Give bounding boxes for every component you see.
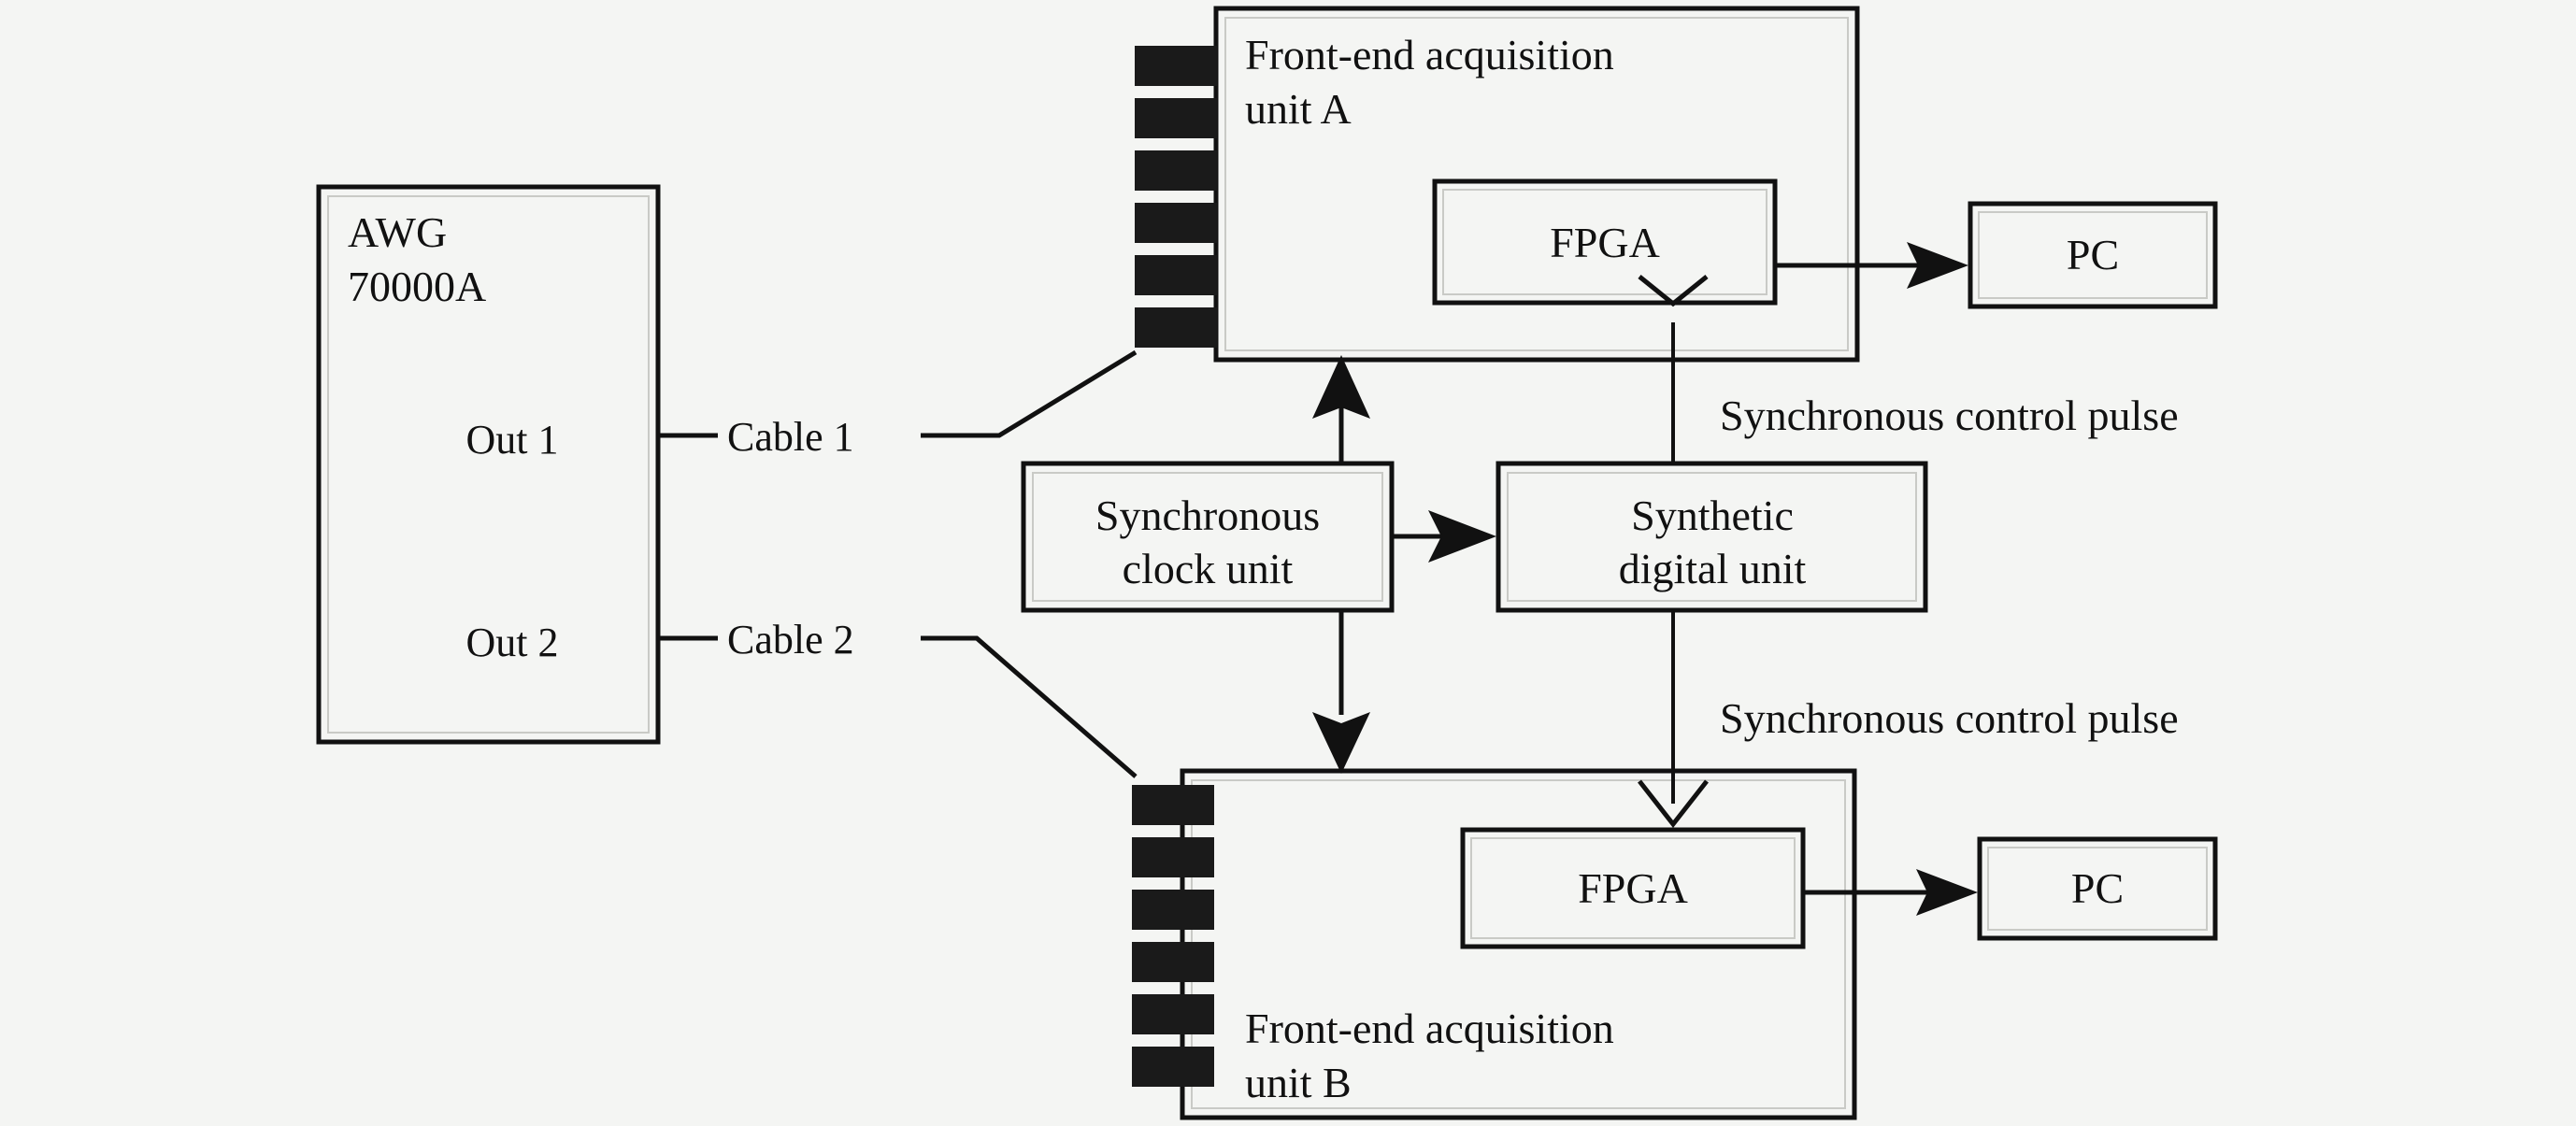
arrowhead-into-fpga-a bbox=[1638, 275, 1709, 307]
cable1-label: Cable 1 bbox=[727, 414, 854, 460]
pc-a-block[interactable]: PC bbox=[1968, 201, 2218, 309]
fpga-b-box[interactable] bbox=[1460, 827, 1806, 949]
synchronous-clock-unit-block[interactable]: Synchronous clock unit bbox=[1021, 461, 1395, 613]
arrowhead-into-pc-a bbox=[1907, 242, 1968, 289]
clock-to-unit-a-edge bbox=[1312, 355, 1370, 463]
awg-port-out1-label: Out 1 bbox=[466, 417, 559, 463]
arrowhead-into-unit-a bbox=[1312, 355, 1370, 419]
clock-unit-box[interactable] bbox=[1021, 461, 1395, 613]
unit-b-label-line1: Front-end acquisition bbox=[1245, 1005, 1614, 1052]
pc-b-box[interactable] bbox=[1977, 836, 2218, 941]
fpga-b-box-inner-outline bbox=[1470, 837, 1796, 939]
fpga-a-box-inner-outline bbox=[1442, 189, 1767, 295]
cable1-connection: Cable 1 bbox=[658, 349, 1138, 460]
cable2-connection: Cable 2 bbox=[658, 617, 1138, 778]
awg-block[interactable]: AWG 70000A Out 1 Out 2 bbox=[316, 184, 661, 745]
synthetic-unit-label-line1: Synthetic bbox=[1631, 492, 1794, 539]
fpga-a-label: FPGA bbox=[1550, 219, 1660, 266]
synthetic-unit-label-line2: digital unit bbox=[1619, 545, 1807, 592]
sync-pulse-top-edge: Synchronous control pulse bbox=[1638, 275, 2179, 463]
awg-box[interactable] bbox=[316, 184, 661, 745]
fpga-a-box[interactable] bbox=[1432, 178, 1778, 306]
arrowhead-into-pc-b bbox=[1916, 869, 1978, 916]
fpga-b-block[interactable]: FPGA bbox=[1460, 827, 1806, 949]
cable2-wire-diagonal bbox=[921, 635, 1138, 778]
synthetic-digital-unit-block[interactable]: Synthetic digital unit bbox=[1496, 461, 1928, 613]
unit-a-label-line1: Front-end acquisition bbox=[1245, 31, 1614, 78]
sync-pulse-bottom-label: Synchronous control pulse bbox=[1720, 694, 2179, 742]
sync-pulse-bottom-edge: Synchronous control pulse bbox=[1638, 610, 2179, 829]
pc-b-box-inner-outline bbox=[1987, 847, 2208, 931]
clock-unit-box-inner-outline bbox=[1032, 472, 1383, 602]
clock-unit-label-line1: Synchronous bbox=[1095, 492, 1320, 539]
clock-to-unit-b-edge bbox=[1312, 610, 1370, 774]
unit-a-box-inner-outline bbox=[1224, 17, 1849, 351]
awg-port-out2-label: Out 2 bbox=[466, 620, 559, 665]
pc-a-box-inner-outline bbox=[1978, 211, 2208, 299]
synthetic-unit-box-inner-outline bbox=[1507, 472, 1917, 602]
pc-b-label: PC bbox=[2071, 864, 2124, 912]
cable2-label: Cable 2 bbox=[727, 617, 854, 663]
pc-a-label: PC bbox=[2067, 231, 2119, 278]
arrowhead-into-synthetic-unit bbox=[1428, 510, 1496, 563]
fpga-b-label: FPGA bbox=[1578, 864, 1688, 912]
arrowhead-into-fpga-b bbox=[1638, 779, 1709, 829]
awg-label-line1: AWG bbox=[348, 208, 447, 256]
multi-pin-connector-icon bbox=[1132, 785, 1214, 1087]
multi-pin-connector-icon bbox=[1135, 46, 1217, 348]
arrowhead-into-unit-b bbox=[1312, 712, 1370, 774]
unit-b-label-line2: unit B bbox=[1245, 1059, 1352, 1106]
sync-pulse-top-label: Synchronous control pulse bbox=[1720, 392, 2179, 439]
fpga-a-to-pc-a-edge bbox=[1775, 242, 1968, 289]
clock-unit-label-line2: clock unit bbox=[1123, 545, 1294, 592]
fpga-b-to-pc-b-edge bbox=[1803, 869, 1978, 916]
awg-box-inner-outline bbox=[327, 195, 650, 734]
synthetic-unit-box[interactable] bbox=[1496, 461, 1928, 613]
awg-label-line2: 70000A bbox=[348, 263, 486, 310]
cable1-wire-diagonal bbox=[921, 349, 1138, 438]
pc-b-block[interactable]: PC bbox=[1977, 836, 2218, 941]
pc-a-box[interactable] bbox=[1968, 201, 2218, 309]
fpga-a-block[interactable]: FPGA bbox=[1432, 178, 1778, 306]
clock-to-synthetic-edge bbox=[1392, 510, 1496, 563]
unit-a-label-line2: unit A bbox=[1245, 85, 1352, 133]
